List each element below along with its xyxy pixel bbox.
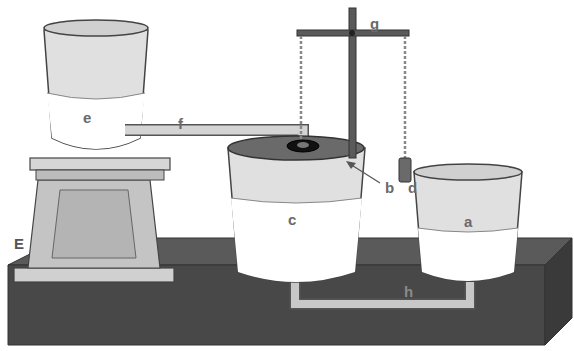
weight-b xyxy=(399,158,411,182)
stand-top xyxy=(30,158,170,170)
beaker-rim-e xyxy=(44,20,148,36)
table-side xyxy=(545,238,572,345)
pipe-opening xyxy=(297,142,309,148)
lid-d xyxy=(228,136,364,160)
part-letter: g xyxy=(370,16,379,32)
beaker-c xyxy=(228,148,365,282)
stand-body xyxy=(28,180,160,268)
part-letter: d xyxy=(408,180,417,196)
pipe-h xyxy=(295,282,470,304)
stand-neck xyxy=(36,170,164,180)
leader-d xyxy=(350,164,380,183)
part-letter: e xyxy=(83,110,91,126)
part-letter: b xyxy=(385,180,394,196)
beaker-rim-a xyxy=(414,164,522,180)
chain-left xyxy=(300,36,303,140)
water-line-c xyxy=(231,198,362,203)
part-letter: c xyxy=(288,212,296,228)
water-c xyxy=(231,198,362,282)
lid-seal xyxy=(287,140,319,152)
stand-panel xyxy=(52,190,136,258)
part-letter: f xyxy=(178,116,183,132)
stand-base xyxy=(14,268,174,282)
chain-right xyxy=(404,36,407,158)
water-line-e xyxy=(47,93,145,99)
part-letter: h xyxy=(404,284,413,300)
pivot xyxy=(349,30,355,36)
pipe-h-outline xyxy=(295,282,470,304)
lever-beam xyxy=(297,30,409,36)
part-letter: a xyxy=(464,214,472,230)
beaker-a xyxy=(414,172,522,281)
part-letter: E xyxy=(14,236,24,252)
water-e xyxy=(47,93,145,149)
leader-d-head xyxy=(346,161,356,169)
water-a xyxy=(418,228,518,281)
